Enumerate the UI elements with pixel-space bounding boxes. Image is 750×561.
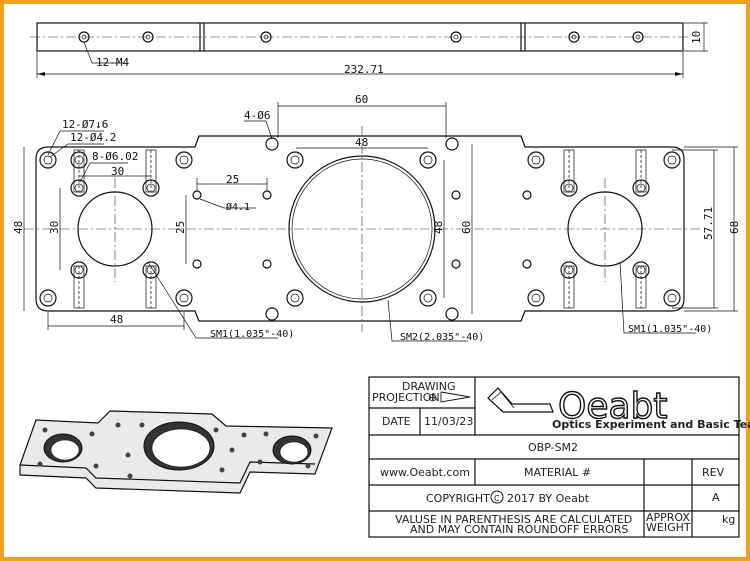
part-number: OBP-SM2 bbox=[528, 441, 578, 454]
approx-line1: APPROX bbox=[646, 511, 690, 524]
callout-12-d7: 12-Ø7↓6 bbox=[62, 118, 108, 131]
counterbore-holes bbox=[39, 151, 681, 307]
label-sm1-left: SM1(1.035"-40) bbox=[210, 329, 294, 340]
website: www.Oeabt.com bbox=[380, 466, 470, 479]
sm1-bore-left bbox=[77, 191, 153, 267]
projection-arrow bbox=[440, 391, 471, 403]
thread-callout: 12-M4 bbox=[96, 56, 129, 69]
brand-logo: Oeabt Optics Experiment and Basic Teachi… bbox=[487, 385, 750, 431]
side-view-threaded-holes bbox=[78, 31, 644, 43]
sm1-bore-right bbox=[567, 191, 643, 267]
svg-text:C: C bbox=[494, 494, 500, 503]
label-sm1-right: SM1(1.035"-40) bbox=[628, 324, 712, 335]
rev-value: A bbox=[712, 491, 720, 504]
approx-line2: WEIGHT bbox=[646, 521, 691, 534]
callout-12-d42: 12-Ø4.2 bbox=[70, 131, 116, 144]
brand-tagline: Optics Experiment and Basic Teaching bbox=[552, 418, 750, 431]
dim-5771: 57.71 bbox=[702, 207, 715, 240]
isometric-view bbox=[19, 410, 333, 494]
overall-length-dim: 232.71 bbox=[344, 63, 384, 76]
title-block: DRAWING PROJECTION ⊕ DATE 11/03/23 Oeabt… bbox=[368, 376, 750, 538]
rev-label: REV bbox=[702, 466, 725, 479]
dim-48-center: 48 bbox=[355, 136, 368, 149]
top-view: 60 4-Ø6 48 12-Ø7↓6 12-Ø4.2 8-Ø6.02 30 25… bbox=[12, 93, 741, 343]
dim-25-vert: 25 bbox=[174, 221, 187, 234]
copyright-icon bbox=[490, 490, 504, 504]
dim-48-center-vert: 48 bbox=[432, 221, 445, 234]
copyright-year: 2017 BY Oeabt bbox=[507, 492, 590, 505]
weight-unit: kg bbox=[722, 513, 735, 526]
callout-d41: Ø4.1 bbox=[226, 201, 250, 213]
dim-48-left-vert: 48 bbox=[12, 221, 25, 234]
plate-outline bbox=[35, 135, 685, 322]
callout-8-d602: 8-Ø6.02 bbox=[92, 150, 138, 163]
note-line1: VALUSE IN PARENTHESIS ARE CALCULATED bbox=[395, 513, 632, 526]
note-line2: AND MAY CONTAIN ROUNDOFF ERRORS bbox=[410, 523, 628, 536]
brand-name: Oeabt bbox=[558, 386, 668, 427]
drawing-projection-label: DRAWING PROJECTION bbox=[372, 380, 459, 404]
projection-symbol: ⊕ bbox=[428, 391, 437, 404]
copyright-label: COPYRIGHT bbox=[426, 492, 490, 505]
dim-48-bottom: 48 bbox=[110, 313, 123, 326]
material-label: MATERIAL # bbox=[524, 466, 591, 479]
dim-68: 68 bbox=[728, 221, 741, 234]
dim-30-left-vert: 30 bbox=[48, 221, 61, 234]
dim-60-center-vert: 60 bbox=[460, 221, 473, 234]
callout-4-d6: 4-Ø6 bbox=[244, 109, 271, 122]
label-sm2: SM2(2.035"-40) bbox=[400, 332, 484, 343]
date-value: 11/03/23 bbox=[424, 415, 473, 428]
side-view: 12-M4 232.71 10 bbox=[30, 22, 708, 78]
dim-25: 25 bbox=[226, 173, 239, 186]
dim-60-top: 60 bbox=[355, 93, 368, 106]
thickness-dim: 10 bbox=[690, 31, 703, 44]
dim-30-left: 30 bbox=[111, 165, 124, 178]
date-label: DATE bbox=[382, 415, 411, 428]
sm2-bore-center bbox=[288, 155, 436, 303]
